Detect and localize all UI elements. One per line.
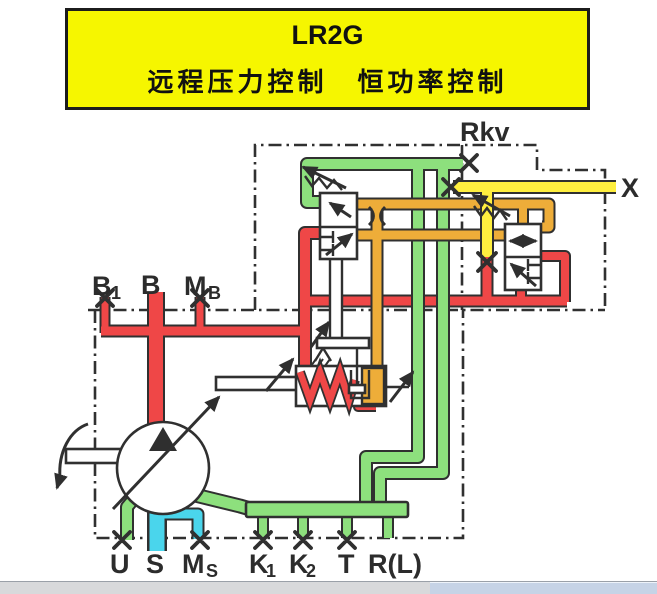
tank-manifold (244, 500, 410, 519)
feedback-lever (214, 375, 304, 392)
lever-t-bar (315, 336, 371, 350)
drain-lines-green-lower (120, 487, 410, 540)
svg-text:1: 1 (266, 561, 276, 581)
piston-foot (347, 383, 367, 395)
port-label-x: X (621, 173, 639, 203)
adjustment-arrow-icon (388, 370, 415, 403)
pump-flow-triangle (149, 427, 177, 451)
flow-path-arrow (328, 201, 352, 219)
remote-pressure-valve (471, 193, 543, 292)
adjustment-arrow-icon (301, 165, 347, 190)
power-control-valve (301, 165, 371, 367)
bias-spring (296, 361, 359, 411)
closed-port-symbol (526, 259, 541, 284)
pump-symbol (54, 395, 221, 516)
port-label-mb: M (184, 271, 207, 301)
pump-circle (115, 420, 211, 516)
adjustment-arrow-icon (264, 357, 295, 392)
pilot-lines-orange (357, 197, 556, 366)
adjustment-arrow-icon (309, 320, 331, 348)
svg-text:1: 1 (111, 283, 121, 303)
port-label-rkv: Rkv (460, 117, 510, 147)
title-box: LR2G 远程压力控制 恒功率控制 (65, 8, 590, 110)
pressure-lines-red (99, 226, 571, 424)
port-label-rl: R(L) (368, 549, 422, 579)
adjustment-arrow-icon (471, 193, 511, 218)
svg-text:B: B (208, 283, 221, 303)
stroking-cylinder-assembly (214, 348, 415, 417)
throttle-icon (367, 206, 387, 226)
orifice-x-icon (476, 251, 498, 273)
port-label-u: U (110, 549, 130, 579)
rotation-arrow-icon (54, 422, 89, 490)
window-edge-strip (0, 581, 657, 594)
svg-text:2: 2 (306, 561, 316, 581)
port-label-k1: K (249, 549, 269, 579)
drive-shaft (64, 447, 124, 465)
subtitle-label: 远程压力控制 恒功率控制 (147, 68, 508, 97)
port-label-ms: M (182, 549, 205, 579)
drain-lines-green-upper (300, 157, 463, 504)
port-labels: Rkv X B 1 B M B U S M S K 1 K 2 T R(L) (92, 117, 639, 581)
model-label: LR2G (291, 20, 364, 50)
port-label-t: T (338, 549, 355, 579)
closed-port-symbol (320, 231, 335, 256)
plugged-port-x-icons (95, 153, 479, 550)
port-label-b: B (141, 270, 161, 300)
port-label-s: S (146, 549, 164, 579)
svg-text:S: S (206, 561, 218, 581)
port-label-b1: B (92, 271, 112, 301)
remote-pilot-line-yellow (453, 180, 616, 257)
port-label-k2: K (289, 549, 309, 579)
variable-displacement-arrow-icon (111, 395, 221, 511)
window-edge-strip-right (430, 582, 657, 594)
